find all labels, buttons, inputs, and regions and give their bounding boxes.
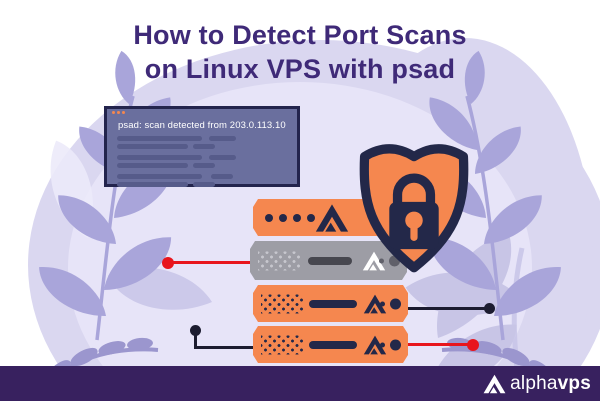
window-control-dots-icon (112, 111, 125, 114)
title-line-1: How to Detect Port Scans (133, 20, 467, 50)
client-dot-left (190, 325, 201, 336)
server-status-dots (379, 255, 400, 266)
shield-lock-icon (359, 144, 469, 273)
server-drive-slot (308, 257, 352, 265)
brand-name: alphavps (510, 373, 591, 395)
server-vent-grid (258, 251, 300, 270)
server-drive-slot (309, 300, 357, 308)
page-title: How to Detect Port Scans on Linux VPS wi… (0, 18, 600, 86)
server-status-dots (380, 339, 401, 350)
client-line-left-vertical (194, 331, 197, 348)
title-line-2: on Linux VPS with psad (144, 54, 456, 84)
attack-dot-right (467, 339, 479, 351)
server-unit-4 (253, 326, 408, 363)
server-unit-2 (250, 241, 407, 280)
terminal-window: psad: scan detected from 203.0.113.10 (104, 106, 300, 187)
attack-line-right (405, 343, 468, 346)
client-dot-right (484, 303, 495, 314)
brand-name-bold: vps (557, 372, 591, 394)
attack-line-left (168, 261, 254, 264)
server-vent-grid (261, 294, 303, 313)
server-vent-grid (261, 335, 303, 354)
server-status-dots (380, 298, 401, 309)
client-line-left-horizontal (194, 346, 254, 349)
alphavps-mountain-logo (315, 203, 349, 232)
server-unit-3 (253, 285, 408, 322)
server-drive-slot (309, 341, 357, 349)
terminal-alert-text: psad: scan detected from 203.0.113.10 (118, 120, 286, 131)
footer-brand-bar: alphavps (0, 366, 600, 401)
alphavps-mountain-logo (483, 374, 506, 394)
brand-name-light: alpha (510, 372, 558, 394)
client-line-right (405, 307, 485, 310)
server-led-dots (265, 214, 315, 222)
brand-lockup: alphavps (483, 373, 591, 395)
